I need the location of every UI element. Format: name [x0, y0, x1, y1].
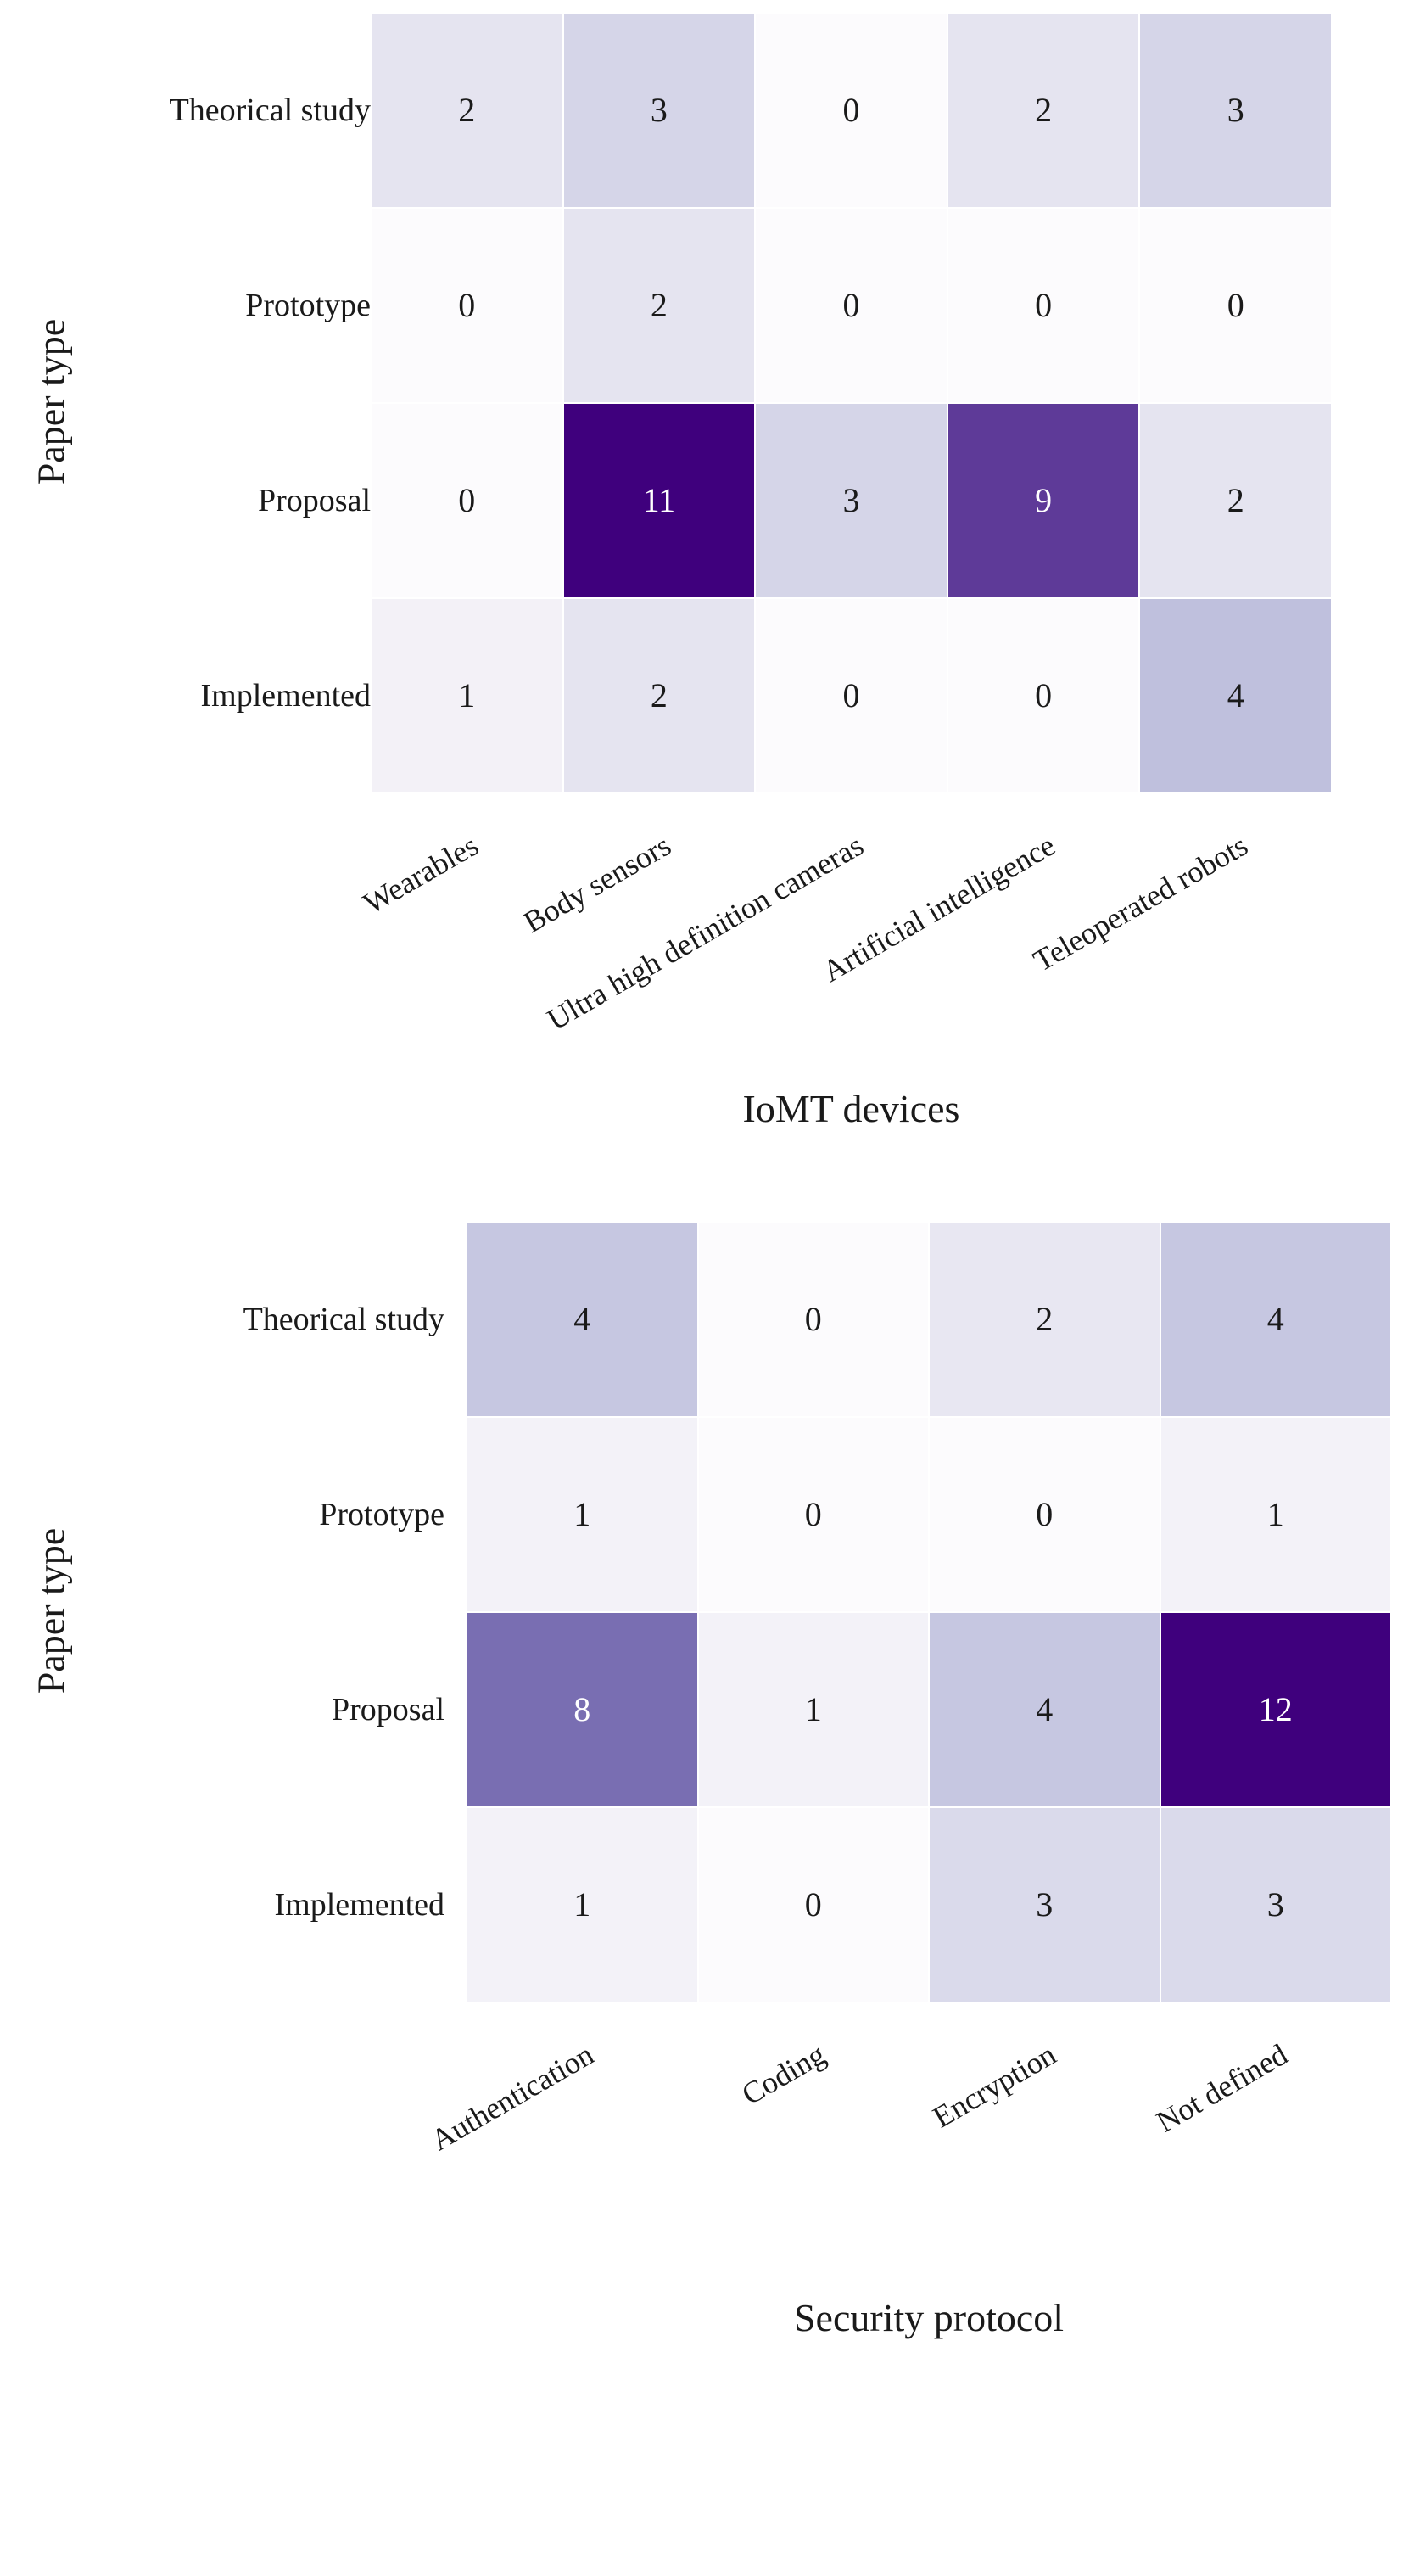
heatmap-cell: 1	[371, 598, 563, 793]
y-tick-label: Implemented	[274, 1887, 444, 1923]
y-tick-label: Prototype	[245, 288, 371, 323]
heatmap-cell: 3	[562, 13, 756, 208]
heatmap-cell: 4	[929, 1612, 1160, 1807]
heatmap-cell: 3	[755, 403, 947, 598]
x-axis-title-top: IoMT devices	[742, 1087, 960, 1130]
heatmap-cell: 0	[371, 403, 563, 598]
y-axis-title-top: Paper type	[29, 318, 73, 485]
x-axis-title-bottom: Security protocol	[793, 2296, 1065, 2339]
heatmap-cell: 3	[929, 1807, 1160, 2002]
heatmap-cell: 2	[1139, 403, 1332, 598]
heatmap-cell: 0	[697, 1417, 929, 1612]
y-tick-label: Theorical study	[169, 92, 371, 128]
heatmap-cell: 8	[467, 1612, 698, 1807]
y-tick-label: Implemented	[200, 678, 371, 714]
heatmap-cell: 4	[467, 1222, 698, 1417]
heatmap-cell: 0	[371, 208, 563, 403]
heatmap-cell: 0	[697, 1807, 929, 2002]
heatmap-cell: 0	[755, 208, 947, 403]
heatmap-cell: 0	[755, 598, 947, 793]
heatmap-cell: 2	[562, 598, 756, 793]
heatmap-cell: 4	[1139, 598, 1332, 793]
heatmap-cell: 1	[697, 1612, 929, 1807]
heatmap-cell: 0	[755, 13, 947, 208]
heatmap-cell: 9	[947, 403, 1140, 598]
y-tick-label: Prototype	[319, 1497, 444, 1532]
heatmap-cell: 2	[371, 13, 563, 208]
heatmap-cell: 1	[1160, 1417, 1391, 1612]
heatmap-cell: 2	[947, 13, 1140, 208]
heatmap-cell: 1	[467, 1807, 698, 2002]
heatmap-cell: 3	[1139, 13, 1332, 208]
y-tick-label: Proposal	[258, 483, 371, 518]
heatmap-cell: 2	[562, 208, 756, 403]
heatmap-cell: 1	[467, 1417, 698, 1612]
heatmap-cell: 0	[947, 208, 1140, 403]
heatmap-cell: 0	[697, 1222, 929, 1417]
y-tick-label: Theorical study	[243, 1302, 444, 1337]
heatmap-cell: 2	[929, 1222, 1160, 1417]
y-tick-label: Proposal	[332, 1692, 444, 1728]
heatmap-cell: 3	[1160, 1807, 1391, 2002]
heatmap-cell: 4	[1160, 1222, 1391, 1417]
y-axis-title-bottom: Paper type	[29, 1527, 73, 1694]
heatmap-cell: 0	[929, 1417, 1160, 1612]
heatmap-cell: 12	[1160, 1612, 1391, 1807]
heatmap-cell: 0	[947, 598, 1140, 793]
heatmap-cell: 0	[1139, 208, 1332, 403]
heatmap-cell: 11	[562, 403, 756, 598]
